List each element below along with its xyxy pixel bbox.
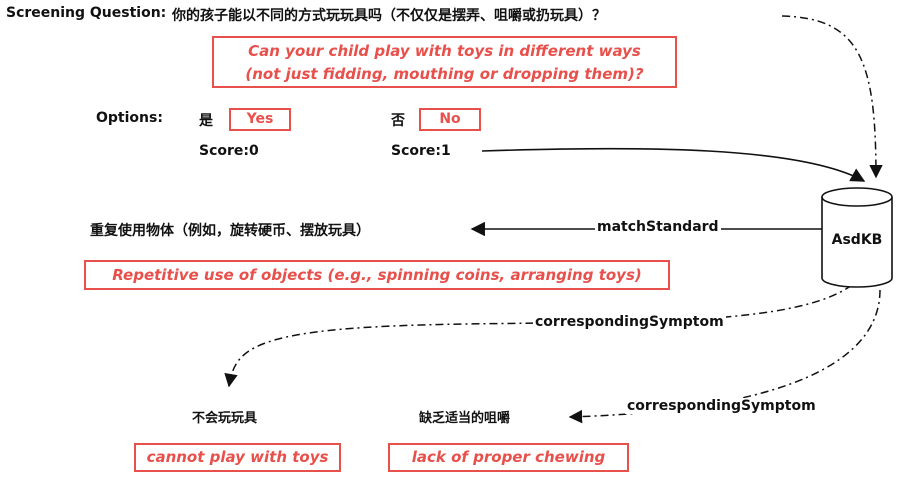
option-no-score: Score:1 bbox=[391, 143, 451, 159]
symptom-1-zh: 不会玩玩具 bbox=[192, 411, 258, 426]
edge-label-symptom-2: correspondingSymptom bbox=[625, 398, 818, 414]
options-label: Options: bbox=[96, 110, 163, 126]
edge-question-to-kb bbox=[781, 15, 883, 179]
screening-question-en-line2: (not just fidding, mouthing or dropping … bbox=[245, 65, 644, 83]
option-no-zh: 否 bbox=[391, 113, 405, 129]
edge-score-to-kb bbox=[481, 147, 866, 182]
edge-label-symptom-1: correspondingSymptom bbox=[533, 314, 726, 330]
standard-en: Repetitive use of objects (e.g., spinnin… bbox=[84, 260, 670, 290]
edge-label-match-standard: matchStandard bbox=[595, 219, 721, 235]
symptom-2-zh: 缺乏适当的咀嚼 bbox=[419, 411, 511, 426]
asdkb-label: AsdKB bbox=[831, 232, 883, 248]
standard-zh: 重复使用物体（例如，旋转硬币、摆放玩具） bbox=[90, 223, 370, 239]
edge-symptom-1 bbox=[224, 284, 853, 388]
option-yes-en: Yes bbox=[229, 108, 291, 131]
edge-symptom-2 bbox=[568, 289, 881, 424]
screening-label: Screening Question: bbox=[6, 5, 167, 21]
asdkb-database-icon bbox=[821, 187, 893, 288]
screening-question-en-box: Can your child play with toys in differe… bbox=[212, 36, 677, 88]
option-yes-zh: 是 bbox=[199, 113, 213, 129]
option-yes-score: Score:0 bbox=[199, 143, 259, 159]
symptom-2-en: lack of proper chewing bbox=[388, 443, 629, 472]
symptom-1-en: cannot play with toys bbox=[134, 443, 341, 472]
option-no-en: No bbox=[419, 108, 481, 131]
screening-question-en-line1: Can your child play with toys in differe… bbox=[248, 42, 641, 60]
screening-question-zh: 你的孩子能以不同的方式玩玩具吗（不仅仅是摆弄、咀嚼或扔玩具）？ bbox=[172, 8, 606, 24]
